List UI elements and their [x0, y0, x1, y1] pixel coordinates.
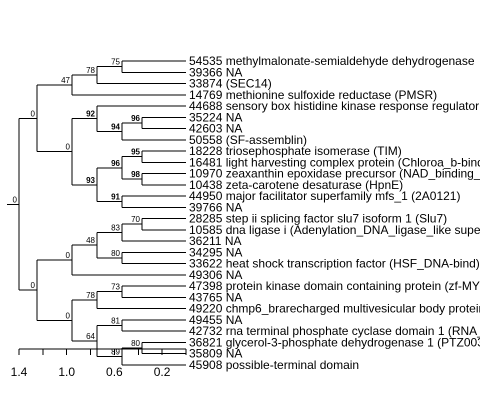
support-value: 0 [66, 143, 71, 152]
support-value: 78 [86, 291, 95, 300]
leaf-label: 54535 methylmalonate-semialdehyde dehydr… [189, 54, 475, 68]
support-values: 0 0 47 78 75 0 92 94 96 93 96 95 98 91 0 0 48 83 70 80 0 78 73… [13, 58, 141, 357]
leaf-label: 42732 rna terminal phosphate cyclase dom… [189, 324, 480, 338]
leaf-label: 44688 sensory box histidine kinase respo… [189, 99, 479, 113]
support-value: 78 [86, 66, 95, 75]
leaf-label: 10438 zeta-carotene desaturase (HpnE) [189, 178, 403, 192]
leaf-label: 45908 possible-terminal domain [189, 358, 359, 372]
axis-tick-label: 1.0 [58, 365, 75, 379]
support-value: 96 [131, 114, 140, 123]
support-value: 0 [31, 281, 36, 290]
leaf-label: 44950 major facilitator superfamily mfs_… [189, 189, 460, 203]
leaf-label: 49306 NA [189, 268, 242, 282]
support-value: 92 [86, 110, 95, 119]
leaf-label: 34295 NA [189, 245, 242, 259]
support-value: 81 [111, 316, 120, 325]
leaf-label: 35224 NA [189, 110, 242, 124]
support-value: 98 [131, 170, 140, 179]
axis-tick-label: 0.2 [154, 365, 171, 379]
support-value: 73 [111, 283, 120, 292]
axis-tick-label: 1.4 [11, 365, 28, 379]
leaf-label: 14769 methionine sulfoxide reductase (PM… [189, 88, 437, 102]
leaf-label: 28285 step ii splicing factor slu7 isofo… [189, 212, 447, 226]
support-value: 75 [111, 58, 120, 67]
leaf-label: 33874 (SEC14) [189, 77, 272, 91]
axis-tick-label: 0.6 [106, 365, 123, 379]
leaf-label: 49455 NA [189, 313, 242, 327]
support-value: 83 [111, 224, 120, 233]
support-value: 93 [86, 176, 95, 185]
support-value: 91 [111, 193, 120, 202]
tree-edges [7, 60, 186, 366]
leaf-label: 33622 heat shock transcription factor (H… [189, 257, 480, 271]
leaf-label: 36821 glycerol-3-phosphate dehydrogenase… [189, 335, 480, 349]
support-value: 95 [131, 148, 140, 157]
support-value: 96 [111, 159, 120, 168]
support-value: 70 [131, 215, 140, 224]
support-value: 47 [61, 76, 70, 85]
leaf-label: 16481 light harvesting complex protein (… [189, 155, 480, 169]
leaf-label: 42603 NA [189, 122, 242, 136]
support-value: 80 [131, 339, 140, 348]
leaf-label: 43765 NA [189, 290, 242, 304]
support-value: 0 [66, 251, 71, 260]
leaf-label: 47398 protein kinase domain containing p… [189, 279, 480, 293]
support-value: 0 [66, 311, 71, 320]
leaf-label: 10585 dna ligase i (Adenylation_DNA_liga… [189, 223, 480, 237]
leaf-label: 50558 (SF-assemblin) [189, 133, 307, 147]
leaf-labels: 54535 methylmalonate-semialdehyde dehydr… [189, 54, 480, 372]
support-value: 94 [111, 122, 120, 131]
leaf-label: 49220 chmp6_brarecharged multivesicular … [189, 302, 480, 316]
leaf-label: 39366 NA [189, 65, 242, 79]
support-value: 0 [31, 109, 36, 118]
leaf-label: 35809 NA [189, 347, 242, 361]
scale-axis: 1.4 1.0 0.6 0.2 [11, 348, 187, 379]
support-value: 80 [111, 249, 120, 258]
support-value: 48 [86, 236, 95, 245]
support-value: 0 [13, 195, 18, 204]
leaf-label: 10970 zeaxanthin epoxidase precursor (NA… [189, 167, 480, 181]
leaf-label: 39766 NA [189, 200, 242, 214]
support-value: 89 [111, 347, 120, 356]
leaf-label: 36211 NA [189, 234, 241, 248]
leaf-label: 18228 triosephosphate isomerase (TIM) [189, 144, 402, 158]
support-value: 64 [86, 332, 95, 341]
